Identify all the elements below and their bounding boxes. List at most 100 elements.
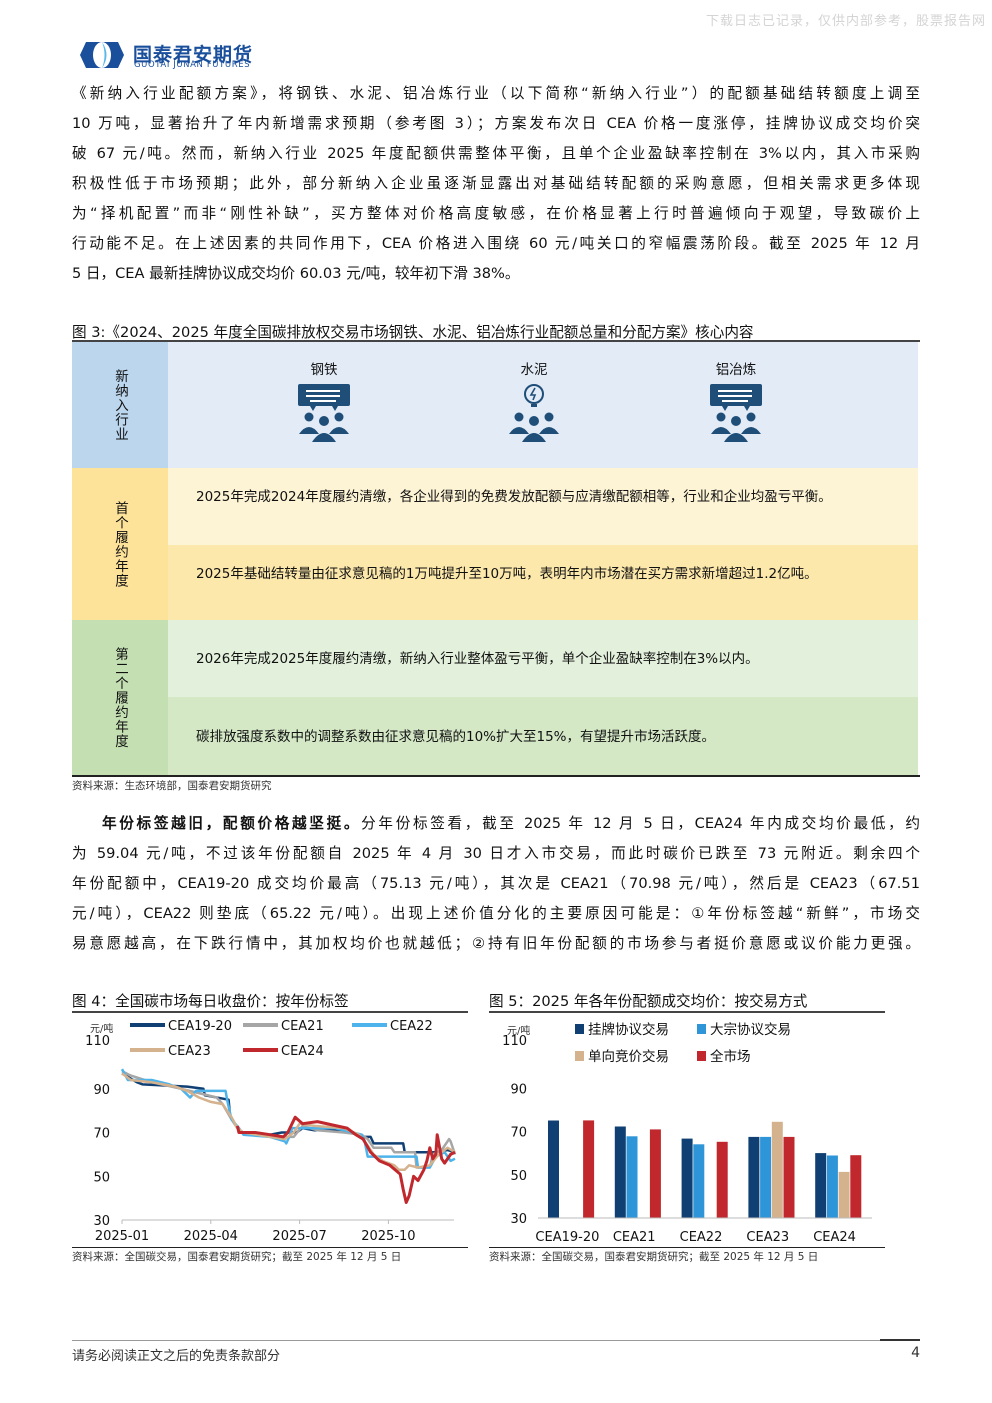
figure-3-table: 新纳入行业 钢铁 水泥 铝冶炼 首个履 (72, 342, 918, 775)
text-line: 为 59.04 元/吨，不过该年份配额自 2025 年 4 月 30 日才入市交… (72, 845, 920, 862)
industry-label: 铝冶炼 (715, 362, 757, 378)
bar (614, 1126, 626, 1218)
y-tick-label: 30 (510, 1212, 527, 1227)
text-line: 《新纳入行业配额方案》，将钢铁、水泥、铝冶炼行业（以下简称“新纳入行业”）的配额… (72, 85, 920, 102)
industry-cement: 水泥 (474, 358, 594, 446)
text-line: 积极性低于市场预期；此外，部分新纳入企业虽逐渐显露出对基础结转配额的采购意愿，但… (72, 175, 920, 192)
legend-label: 大宗协议交易 (710, 1021, 791, 1038)
row-body-bg (168, 468, 918, 545)
bar (649, 1129, 661, 1218)
legend-label: 单向竞价交易 (588, 1048, 669, 1065)
legend-label: 全市场 (710, 1048, 751, 1065)
y-tick-label: 90 (93, 1083, 110, 1098)
text-line: 易意愿越高，在下跌行情中，其加权均价也就越低；②持有旧年份配额的市场参与者挺价意… (72, 935, 920, 952)
row-body-bg (168, 620, 918, 697)
x-tick-label: 2025-07 (272, 1229, 326, 1244)
bar (626, 1136, 638, 1218)
row-label-bg (72, 468, 168, 620)
bar (681, 1138, 693, 1218)
x-tick-label: 2025-10 (361, 1229, 415, 1244)
figure-5-source: 资料来源：全国碳交易，国泰君安期货研究；截至 2025 年 12 月 5 日 (489, 1251, 819, 1263)
bar (771, 1121, 783, 1218)
x-tick-label: CEA24 (813, 1230, 856, 1245)
divider (489, 1011, 885, 1013)
presentation-group-icon (710, 384, 762, 442)
page-number: 4 (911, 1345, 920, 1361)
row-body-bg (168, 697, 918, 775)
text-line: 破 67 元/吨。然而，新纳入行业 2025 年度配额供需整体平衡，且单个企业盈… (72, 145, 920, 162)
x-tick-label: CEA23 (746, 1230, 789, 1245)
divider (72, 775, 920, 777)
row-label-bg (72, 620, 168, 775)
legend-swatch (697, 1024, 706, 1034)
series-line-cea24 (235, 1115, 456, 1204)
text-line: 行动能不足。在上述因素的共同作用下，CEA 价格进入围绕 60 元/吨关口的窄幅… (72, 235, 920, 252)
figure-3-title: 图 3:《2024、2025 年度全国碳排放权交易市场钢铁、水泥、铝冶炼行业配额… (72, 324, 754, 341)
footer-disclaimer: 请务必阅读正文之后的免责条款部分 (72, 1349, 281, 1364)
y-tick-label: 110 (85, 1034, 110, 1049)
industry-steel: 钢铁 (264, 358, 384, 446)
legend-label: CEA22 (390, 1019, 433, 1034)
download-notice: 下载日志已记录，仅供内部参考，股票报告网 (705, 14, 986, 29)
text-line: 5 日，CEA 最新挂牌协议成交均价 60.03 元/吨，较年初下滑 38%。 (72, 265, 520, 282)
industry-label: 钢铁 (310, 362, 338, 378)
industry-aluminum: 铝冶炼 (676, 358, 796, 446)
paragraph-2: 年份标签越旧，配额价格越坚挺。分年份标签看，截至 2025 年 12 月 5 日… (72, 809, 920, 959)
y-tick-label: 50 (93, 1170, 110, 1185)
divider (72, 1247, 468, 1248)
lightbulb-group-icon (509, 384, 559, 442)
y-tick-label: 50 (510, 1169, 527, 1184)
figure-4-source: 资料来源：全国碳交易，国泰君安期货研究；截至 2025 年 12 月 5 日 (72, 1251, 402, 1263)
bar (693, 1144, 705, 1218)
x-tick-label: 2025-04 (184, 1229, 238, 1244)
legend-swatch (575, 1051, 584, 1061)
y-tick-label: 70 (93, 1127, 110, 1142)
y-tick-label: 70 (510, 1126, 527, 1141)
text-line: 元/吨），CEA22 则垫底（65.22 元/吨）。出现上述价值分化的主要原因可… (72, 905, 920, 922)
x-tick-label: CEA21 (613, 1230, 656, 1245)
y-tick-label: 110 (502, 1034, 527, 1049)
row-label-bg (72, 342, 168, 468)
x-tick-label: 2025-01 (95, 1229, 149, 1244)
bar (548, 1120, 559, 1218)
figure-4-title: 图 4：全国碳市场每日收盘价：按年份标签 (72, 993, 349, 1010)
legend-label: CEA23 (168, 1044, 211, 1059)
legend-label: CEA24 (281, 1044, 324, 1059)
legend-label: CEA19-20 (168, 1019, 232, 1034)
bar (815, 1153, 827, 1218)
paragraph-lead: 年份标签越旧，配额价格越坚挺。 (102, 815, 362, 832)
first-year-item: 2025年基础结转量由征求意见稿的1万吨提升至10万吨，表明年内市场潜在买方需求… (196, 566, 818, 582)
logo-subtext: GUOTAI JUNAN FUTURES (134, 60, 251, 70)
legend-swatch (697, 1051, 706, 1061)
bar-chart: 元/吨11090705030挂牌协议交易大宗协议交易单向竞价交易全市场CEA19… (502, 1021, 872, 1245)
logo-icon (80, 42, 124, 68)
x-tick-label: CEA22 (680, 1230, 723, 1245)
second-year-item: 碳排放强度系数中的调整系数由征求意见稿的10%扩大至15%，有望提升市场活跃度。 (196, 729, 716, 745)
row-body-bg (168, 545, 918, 620)
bar (748, 1136, 760, 1218)
row-label-second-year: 第二个履约年度 (112, 646, 128, 749)
figure-3-source: 资料来源：生态环境部，国泰君安期货研究 (72, 780, 272, 792)
bar (838, 1171, 850, 1218)
legend-swatch (575, 1024, 584, 1034)
bar (716, 1141, 728, 1218)
bar (583, 1120, 595, 1218)
first-year-item: 2025年完成2024年度履约清缴，各企业得到的免费发放配额与应清缴配额相等，行… (196, 489, 832, 505)
text-line: 年份配额中，CEA19-20 成交均价最高（75.13 元/吨），其次是 CEA… (72, 875, 920, 892)
y-axis-unit: 元/吨 (507, 1024, 530, 1037)
text-line: 10 万吨，显著抬升了年内新增需求预期（参考图 3）；方案发布次日 CEA 价格… (72, 115, 920, 132)
bar (760, 1136, 772, 1218)
x-tick-label: CEA19-20 (535, 1230, 599, 1245)
footer-accent (880, 1339, 920, 1341)
footer-divider (72, 1340, 920, 1341)
paragraph-1: 《新纳入行业配额方案》，将钢铁、水泥、铝冶炼行业（以下简称“新纳入行业”）的配额… (72, 79, 920, 289)
divider (72, 340, 920, 342)
text-line: 为“择机配置”而非“刚性补缺”，买方整体对价格高度敏感，在价格显著上行时普遍倾向… (72, 205, 920, 222)
divider (489, 1247, 885, 1248)
legend-label: CEA21 (281, 1019, 324, 1034)
bar (783, 1136, 795, 1218)
text-line: 年份标签越旧，配额价格越坚挺。分年份标签看，截至 2025 年 12 月 5 日… (72, 809, 920, 839)
y-axis-unit: 元/吨 (90, 1022, 113, 1035)
bar (826, 1155, 838, 1218)
